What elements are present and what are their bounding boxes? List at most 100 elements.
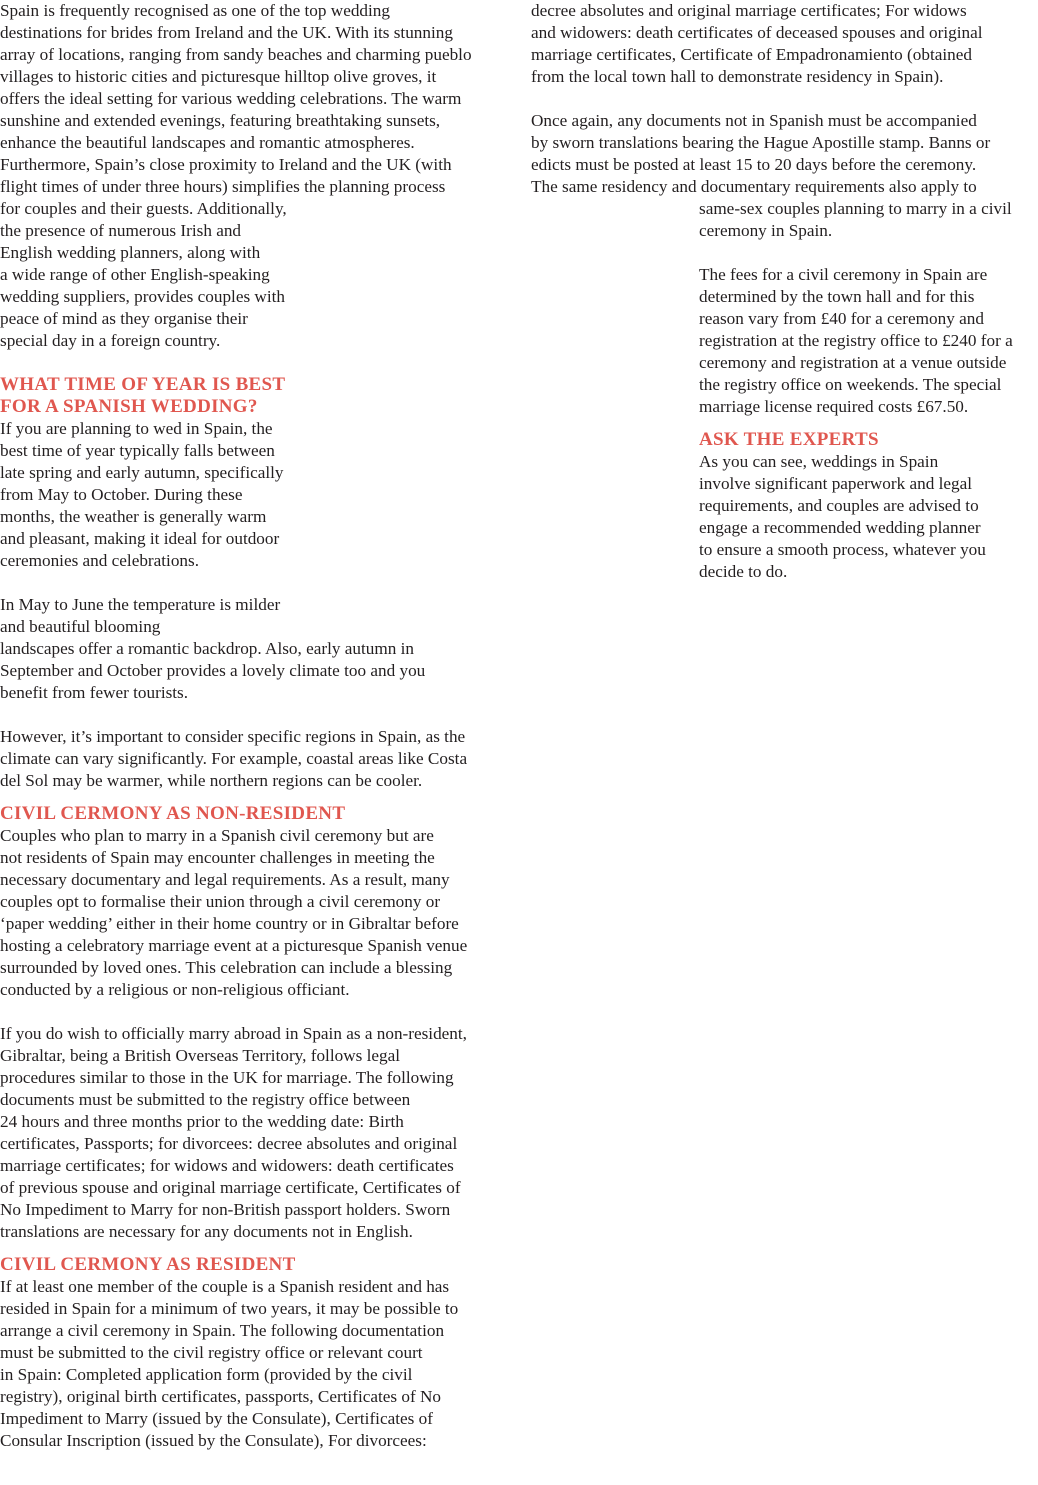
text-line: the registry office on weekends. The spe… [699, 375, 1002, 394]
resident-paragraph-1: If at least one member of the couple is … [0, 1276, 510, 1452]
text-line: hosting a celebratory marriage event at … [0, 936, 468, 955]
text-line: villages to historic cities and pictures… [0, 67, 437, 86]
text-line: months, the weather is generally warm [0, 507, 267, 526]
text-line: translations are necessary for any docum… [0, 1222, 413, 1241]
text-line: of previous spouse and original marriage… [0, 1178, 461, 1197]
text-line: from the local town hall to demonstrate … [531, 67, 944, 86]
text-line: arrange a civil ceremony in Spain. The f… [0, 1321, 445, 1340]
time-paragraph-1: If you are planning to wed in Spain, the… [0, 418, 510, 572]
time-paragraph-3: However, it’s important to consider spec… [0, 726, 510, 792]
text-line: del Sol may be warmer, while northern re… [0, 771, 423, 790]
text-line: late spring and early autumn, specifical… [0, 463, 284, 482]
text-line: Gibraltar, being a British Overseas Terr… [0, 1046, 400, 1065]
text-line: requirements, and couples are advised to [699, 496, 979, 515]
text-line: No Impediment to Marry for non-British p… [0, 1200, 451, 1219]
text-line: must be submitted to the civil registry … [0, 1343, 423, 1362]
text-line: decide to do. [699, 562, 788, 581]
text-line: reason vary from £40 for a ceremony and [699, 309, 984, 328]
text-line: September and October provides a lovely … [0, 661, 426, 680]
text-line: engage a recommended wedding planner [699, 518, 981, 537]
text-line: marriage certificates; for widows and wi… [0, 1156, 454, 1175]
text-line: registry), original birth certificates, … [0, 1387, 442, 1406]
experts-paragraph: As you can see, weddings in Spain involve… [531, 451, 1038, 583]
nonresident-paragraph-2: If you do wish to officially marry abroa… [0, 1023, 510, 1243]
spacer [0, 572, 510, 594]
text-line: ‘paper wedding’ either in their home cou… [0, 914, 459, 933]
text-line: In May to June the temperature is milder [0, 595, 281, 614]
resident-paragraph-continued: decree absolutes and original marriage c… [531, 0, 1038, 88]
text-line: wedding suppliers, provides couples with [0, 287, 285, 306]
right-column: decree absolutes and original marriage c… [531, 0, 1038, 583]
text-line: Impediment to Marry (issued by the Consu… [0, 1409, 433, 1428]
text-line: special day in a foreign country. [0, 331, 221, 350]
text-line: flight times of under three hours) simpl… [0, 177, 446, 196]
spacer [531, 88, 1038, 110]
spacer [0, 1001, 510, 1023]
spacer [0, 352, 510, 374]
text-line: However, it’s important to consider spec… [0, 727, 466, 746]
text-line: As you can see, weddings in Spain [699, 452, 939, 471]
text-line: If you are planning to wed in Spain, the [0, 419, 273, 438]
text-line: surrounded by loved ones. This celebrati… [0, 958, 453, 977]
text-line: marriage certificates, Certificate of Em… [531, 45, 972, 64]
text-line: If at least one member of the couple is … [0, 1277, 450, 1296]
text-line: Consular Inscription (issued by the Cons… [0, 1431, 427, 1450]
fees-paragraph: The fees for a civil ceremony in Spain a… [531, 264, 1038, 418]
text-line: involve significant paperwork and legal [699, 474, 973, 493]
section-heading-resident: CIVIL CERMONY AS RESIDENT [0, 1254, 296, 1275]
text-line: enhance the beautiful landscapes and rom… [0, 133, 415, 152]
spacer [531, 242, 1038, 264]
text-line: 24 hours and three months prior to the w… [0, 1112, 404, 1131]
text-line: a wide range of other English-speaking [0, 265, 270, 284]
time-paragraph-2: In May to June the temperature is milder… [0, 594, 510, 704]
spacer [0, 792, 510, 803]
text-line: couples opt to formalise their union thr… [0, 892, 441, 911]
text-line: benefit from fewer tourists. [0, 683, 189, 702]
text-line: peace of mind as they organise their [0, 309, 248, 328]
spacer [531, 418, 1038, 429]
text-line: determined by the town hall and for this [699, 287, 975, 306]
text-line: not residents of Spain may encounter cha… [0, 848, 435, 867]
text-line: If you do wish to officially marry abroa… [0, 1024, 467, 1043]
text-line: edicts must be posted at least 15 to 20 … [531, 155, 977, 174]
text-line: The fees for a civil ceremony in Spain a… [699, 265, 988, 284]
text-line: to ensure a smooth process, whatever you [699, 540, 986, 559]
text-line: in Spain: Completed application form (pr… [0, 1365, 413, 1384]
text-line: resided in Spain for a minimum of two ye… [0, 1299, 459, 1318]
text-line: the presence of numerous Irish and [0, 221, 242, 240]
text-line: by sworn translations bearing the Hague … [531, 133, 991, 152]
documents-paragraph-indented: same-sex couples planning to marry in a … [531, 198, 1038, 242]
text-line: and pleasant, making it ideal for outdoo… [0, 529, 280, 548]
text-line: ceremonies and celebrations. [0, 551, 199, 570]
documents-paragraph: Once again, any documents not in Spanish… [531, 110, 1038, 198]
text-line: from May to October. During these [0, 485, 243, 504]
text-line: destinations for brides from Ireland and… [0, 23, 453, 42]
text-line: marriage license required costs £67.50. [699, 397, 969, 416]
text-line: Couples who plan to marry in a Spanish c… [0, 826, 434, 845]
section-heading-nonresident: CIVIL CERMONY AS NON-RESIDENT [0, 803, 346, 824]
text-line: certificates, Passports; for divorcees: … [0, 1134, 458, 1153]
text-line: landscapes offer a romantic backdrop. Al… [0, 639, 414, 658]
spacer [0, 704, 510, 726]
text-line: The same residency and documentary requi… [531, 177, 977, 196]
text-line: Spain is frequently recognised as one of… [0, 1, 390, 20]
text-line: documents must be submitted to the regis… [0, 1090, 411, 1109]
text-line: procedures similar to those in the UK fo… [0, 1068, 454, 1087]
left-column: Spain is frequently recognised as one of… [0, 0, 510, 1452]
heading-line: WHAT TIME OF YEAR IS BEST [0, 374, 286, 395]
text-line: array of locations, ranging from sandy b… [0, 45, 472, 64]
text-line: sunshine and extended evenings, featurin… [0, 111, 441, 130]
text-line: decree absolutes and original marriage c… [531, 1, 967, 20]
text-line: ceremony in Spain. [699, 221, 833, 240]
text-line: ceremony and registration at a venue out… [699, 353, 1007, 372]
text-line: and widowers: death certificates of dece… [531, 23, 983, 42]
spacer [0, 1243, 510, 1254]
text-line: English wedding planners, along with [0, 243, 261, 262]
section-heading-experts: ASK THE EXPERTS [699, 429, 879, 450]
text-line: best time of year typically falls betwee… [0, 441, 275, 460]
text-line: Once again, any documents not in Spanish… [531, 111, 977, 130]
text-line: climate can vary significantly. For exam… [0, 749, 468, 768]
text-line: Furthermore, Spain’s close proximity to … [0, 155, 452, 174]
text-line: registration at the registry office to £… [699, 331, 1013, 350]
